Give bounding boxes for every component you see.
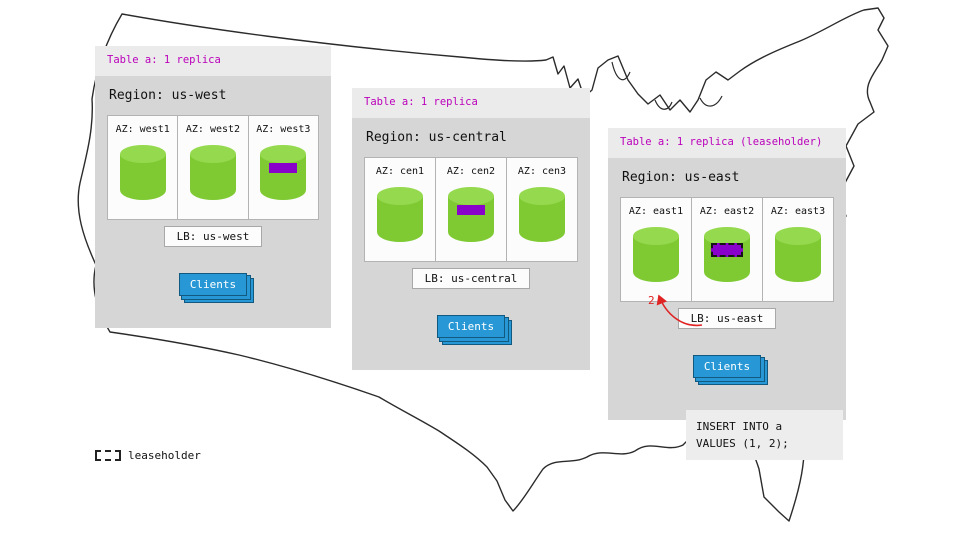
az-row: AZ: west1 AZ: west2 AZ: west3 xyxy=(107,115,319,220)
database-cylinder xyxy=(633,227,679,289)
region-body-us-central: Region: us-central AZ: cen1 AZ: cen2 AZ:… xyxy=(352,118,590,370)
az-cell-cen2: AZ: cen2 xyxy=(435,157,507,262)
az-label: AZ: west1 xyxy=(115,124,170,135)
sql-line-1: INSERT INTO a xyxy=(696,420,783,433)
region-title: Region: us-east xyxy=(622,170,740,185)
region-panel-us-east: Table a: 1 replica (leaseholder) Region:… xyxy=(608,128,846,420)
clients-button[interactable]: Clients xyxy=(179,273,247,296)
az-cell-west3: AZ: west3 xyxy=(247,115,319,220)
az-label: AZ: cen1 xyxy=(375,166,425,177)
az-label: AZ: cen3 xyxy=(517,166,567,177)
az-cell-east2: AZ: east2 xyxy=(691,197,763,302)
sql-statement-note: INSERT INTO a VALUES (1, 2); xyxy=(686,410,843,461)
load-balancer-us-east: LB: us-east xyxy=(677,308,777,329)
database-cylinder xyxy=(189,145,236,207)
load-balancer-us-central: LB: us-central xyxy=(411,268,531,289)
replica-marker xyxy=(269,163,298,173)
leaseholder-legend-label: leaseholder xyxy=(128,449,201,462)
az-label: AZ: cen2 xyxy=(446,166,496,177)
replica-marker xyxy=(457,205,485,215)
sql-line-2: VALUES (1, 2); xyxy=(696,437,789,451)
clients-button[interactable]: Clients xyxy=(693,355,761,378)
table-header-label: Table a: 1 replica (leaseholder) xyxy=(620,136,823,148)
database-cylinder xyxy=(519,187,565,249)
table-header-us-central: Table a: 1 replica xyxy=(352,88,590,118)
database-cylinder xyxy=(704,227,750,289)
az-row: AZ: east1 AZ: east2 AZ: east3 xyxy=(620,197,834,302)
leaseholder-replica-marker xyxy=(711,243,743,257)
region-title: Region: us-west xyxy=(109,88,227,103)
az-label: AZ: west2 xyxy=(185,124,241,135)
table-header-us-west: Table a: 1 replica xyxy=(95,46,331,76)
database-cylinder xyxy=(775,227,821,289)
load-balancer-us-west: LB: us-west xyxy=(163,226,263,247)
az-cell-east3: AZ: east3 xyxy=(762,197,834,302)
database-cylinder xyxy=(377,187,423,249)
region-panel-us-west: Table a: 1 replica Region: us-west AZ: w… xyxy=(95,46,331,328)
database-cylinder xyxy=(119,145,166,207)
database-cylinder xyxy=(448,187,494,249)
az-label: AZ: east1 xyxy=(628,206,684,217)
table-header-label: Table a: 1 replica xyxy=(364,96,478,108)
region-title: Region: us-central xyxy=(366,130,507,145)
az-label: AZ: east2 xyxy=(699,206,755,217)
az-row: AZ: cen1 AZ: cen2 AZ: cen3 xyxy=(364,157,578,262)
az-cell-west2: AZ: west2 xyxy=(177,115,249,220)
region-body-us-east: Region: us-east AZ: east1 AZ: east2 AZ: … xyxy=(608,158,846,420)
clients-button[interactable]: Clients xyxy=(437,315,505,338)
az-cell-east1: AZ: east1 xyxy=(620,197,692,302)
region-body-us-west: Region: us-west AZ: west1 AZ: west2 AZ: … xyxy=(95,76,331,328)
leaseholder-legend: leaseholder xyxy=(95,449,201,462)
table-header-label: Table a: 1 replica xyxy=(107,54,221,66)
az-cell-west1: AZ: west1 xyxy=(107,115,179,220)
database-cylinder xyxy=(260,145,307,207)
az-cell-cen1: AZ: cen1 xyxy=(364,157,436,262)
table-header-us-east: Table a: 1 replica (leaseholder) xyxy=(608,128,846,158)
az-label: AZ: east3 xyxy=(770,206,826,217)
az-label: AZ: west3 xyxy=(256,124,311,135)
az-cell-cen3: AZ: cen3 xyxy=(506,157,578,262)
leaseholder-legend-icon xyxy=(95,450,121,461)
region-panel-us-central: Table a: 1 replica Region: us-central AZ… xyxy=(352,88,590,370)
